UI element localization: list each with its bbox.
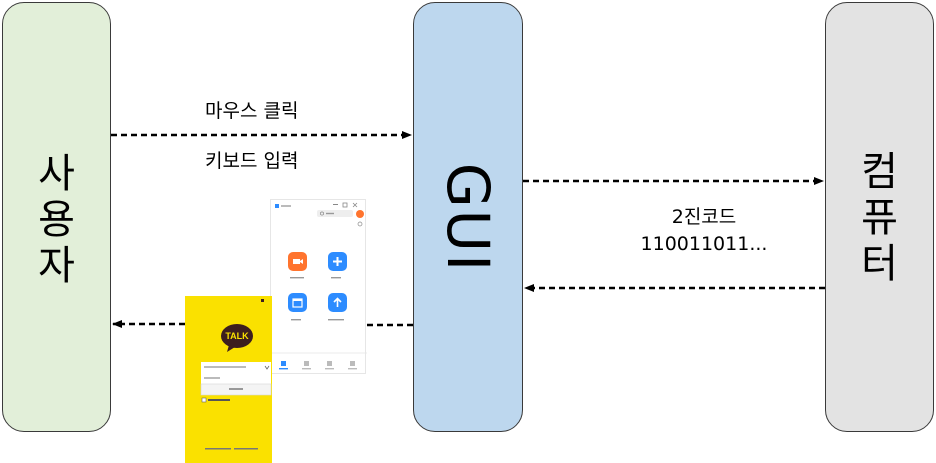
computer-label-char: 컴 bbox=[861, 149, 898, 195]
zoom-search-field bbox=[317, 210, 353, 217]
kakaotalk-bubble-icon bbox=[221, 324, 253, 348]
user-pillar: 사 용 자 bbox=[2, 2, 111, 432]
user-label: 사 용 자 bbox=[3, 151, 110, 289]
kakaotalk-logo-text: TALK bbox=[225, 331, 249, 341]
zoom-avatar bbox=[356, 210, 364, 218]
zoom-gear-icon bbox=[357, 221, 363, 227]
computer-label-char: 터 bbox=[861, 241, 898, 287]
zoom-logo-icon bbox=[275, 204, 279, 208]
zoom-share-screen-icon bbox=[328, 293, 347, 312]
kakaotalk-password-field bbox=[201, 373, 271, 384]
mouse-click-label: 마우스 클릭 bbox=[205, 100, 299, 122]
user-label-char: 자 bbox=[38, 243, 75, 289]
binary-code-value: 110011011... bbox=[640, 233, 768, 255]
user-label-char: 사 bbox=[38, 151, 75, 197]
zoom-window-chrome bbox=[271, 202, 367, 370]
binary-code-title: 2진코드 bbox=[671, 206, 737, 228]
user-label-char: 용 bbox=[38, 197, 75, 243]
kakaotalk-window-illustration: TALK bbox=[200, 299, 272, 450]
gui-pillar: GUI bbox=[413, 2, 523, 432]
kakaotalk-app-screenshot: TALK bbox=[185, 296, 272, 463]
zoom-schedule-icon bbox=[288, 293, 307, 312]
keyboard-input-label: 키보드 입력 bbox=[205, 150, 299, 172]
binary-code-label: 2진코드 110011011... bbox=[624, 204, 784, 258]
computer-label-char: 퓨 bbox=[861, 195, 898, 241]
computer-pillar: 컴 퓨 터 bbox=[825, 2, 934, 432]
computer-label: 컴 퓨 터 bbox=[826, 149, 933, 287]
zoom-join-icon bbox=[328, 252, 347, 271]
zoom-new-meeting-icon bbox=[288, 252, 307, 271]
zoom-app-screenshot bbox=[270, 199, 367, 374]
